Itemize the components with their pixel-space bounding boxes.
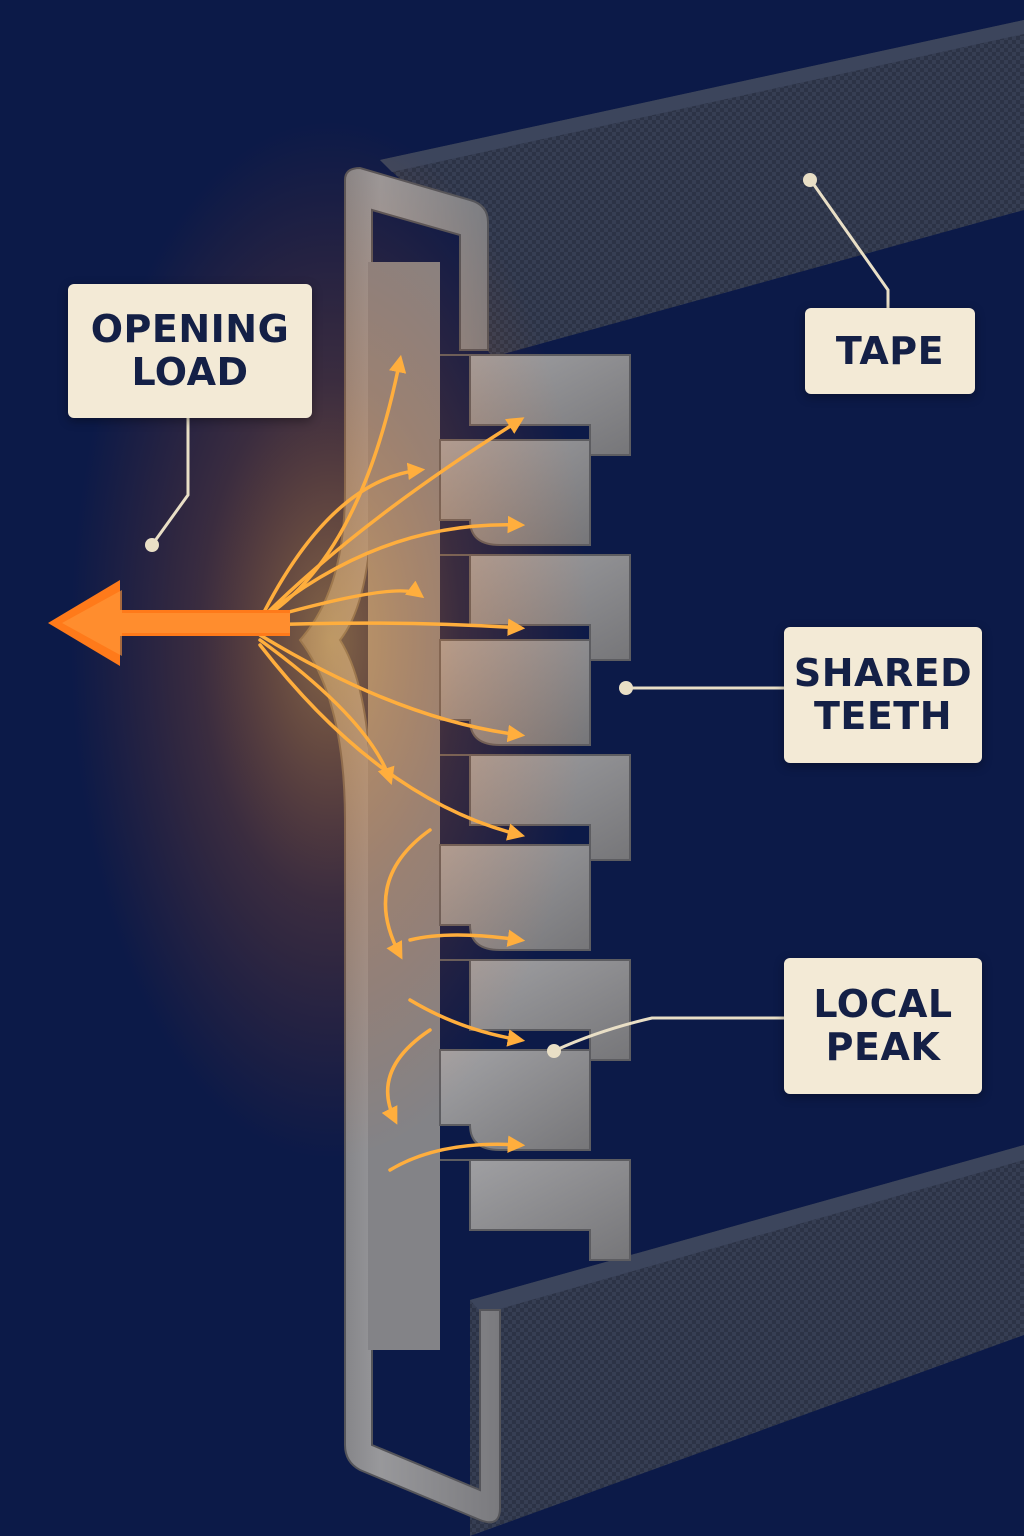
label-shared-teeth-line2: TEETH <box>813 694 953 738</box>
label-opening-load-line1: OPENING <box>90 307 290 352</box>
leader-local-peak <box>555 1016 784 1052</box>
dot-tape <box>803 173 817 187</box>
label-opening-load: OPENING LOAD <box>68 284 312 418</box>
tooth-right-5 <box>440 1159 631 1261</box>
label-local-peak: LOCAL PEAK <box>784 958 982 1094</box>
leader-opening-load <box>150 418 190 546</box>
flow-line-14 <box>388 1135 526 1172</box>
tape-top <box>380 20 1024 356</box>
flow-line-3 <box>258 462 426 622</box>
flow-line-9 <box>258 643 526 841</box>
flow-line-7 <box>258 633 526 743</box>
label-shared-teeth-line1: SHARED <box>793 651 973 696</box>
flow-line-6 <box>258 618 526 636</box>
dot-shared-teeth <box>619 681 633 695</box>
label-local-peak-line1: LOCAL <box>813 982 953 1027</box>
flow-line-13 <box>381 1028 432 1125</box>
dot-local-peak <box>547 1044 561 1058</box>
label-tape: TAPE <box>805 308 975 394</box>
flow-line-12 <box>408 998 526 1047</box>
label-local-peak-line2: PEAK <box>825 1025 941 1069</box>
leader-lines <box>150 181 890 1052</box>
flow-line-10 <box>383 828 432 960</box>
leader-tape <box>810 181 890 308</box>
leader-dots <box>145 173 817 1058</box>
tape-bottom <box>470 1145 1024 1536</box>
flow-line-8 <box>258 638 395 785</box>
flow-line-4 <box>258 515 526 622</box>
dot-opening-load <box>145 538 159 552</box>
label-tape-line1: TAPE <box>835 328 945 373</box>
label-shared-teeth: SHARED TEETH <box>784 627 982 763</box>
flow-line-5 <box>258 580 425 622</box>
flow-line-11 <box>408 929 526 947</box>
opening-load-arrow <box>48 580 290 666</box>
label-opening-load-line2: LOAD <box>131 350 249 394</box>
flow-line-2 <box>258 417 525 622</box>
